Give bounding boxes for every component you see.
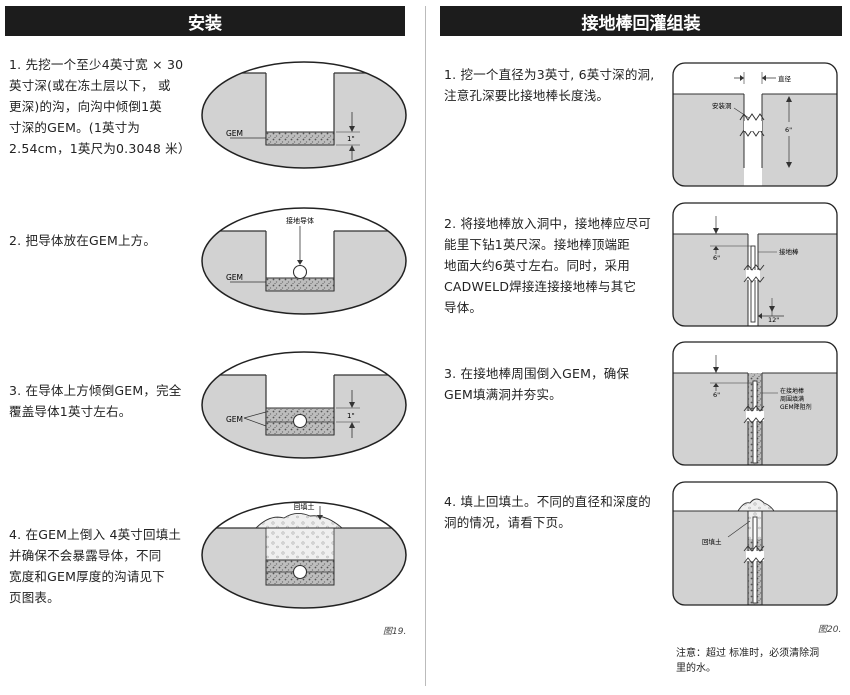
install-step-3: 3. 在导体上方倾倒GEM，完全 覆盖导体1英寸左右。 xyxy=(9,383,182,419)
trench-figure-1: GEM 1" xyxy=(201,61,407,169)
install-step-2: 2. 把导体放在GEM上方。 xyxy=(9,233,157,248)
trench-figure-2: 接地导体 GEM xyxy=(201,207,407,315)
six-inch-label-2: 6" xyxy=(713,254,720,262)
backfill-label: 回填土 xyxy=(294,502,315,511)
rod-figure-3: 在接地棒 周围填满 GEM降阻剂 6" xyxy=(672,341,838,466)
rod-step-4: 4. 填上回填土。不同的直径和深度的 洞的情况，请看下页。 xyxy=(444,494,652,530)
figure-19-caption: 图19. xyxy=(383,627,407,637)
gem-label-3: GEM xyxy=(226,415,243,424)
section-title-rod-assembly: 接地棒回灌组装 xyxy=(440,6,842,36)
gem-label-2: GEM xyxy=(226,273,243,282)
gem-fill-line-2: 周围填满 xyxy=(780,395,804,403)
rod-label: 接地棒 xyxy=(779,247,799,256)
rod-figure-2: 接地棒 6" 12" xyxy=(672,202,838,327)
rod-step-2: 2. 将接地棒放入洞中，接地棒应尽可 能里下钻1英尺深。接地棒顶端距 地面大约6… xyxy=(444,216,652,315)
page-divider xyxy=(425,6,426,686)
gem-label: GEM xyxy=(226,129,243,138)
trench-figure-3: GEM 1" xyxy=(201,351,407,459)
install-step-1: 1. 先挖一个至少4英寸宽 × 30 英寸深(或在冻土层以下， 或 更深)的沟，… xyxy=(9,57,191,156)
rod-step-1: 1. 挖一个直径为3英寸, 6英寸深的洞, 注意孔深要比接地棒长度浅。 xyxy=(444,67,655,103)
backfill-label-rod: 回填土 xyxy=(702,537,722,546)
section-title-install: 安装 xyxy=(5,6,405,36)
rod-step-3: 3. 在接地棒周围倒入GEM，确保 GEM填满洞并夯实。 xyxy=(444,366,630,402)
gem-fill-line-3: GEM降阻剂 xyxy=(780,403,812,411)
one-inch-label-3: 1" xyxy=(347,412,355,420)
diameter-label: 直径 xyxy=(778,74,792,83)
hole-label: 安装洞 xyxy=(712,101,732,110)
rod-figure-1: 直径 安装洞 6" xyxy=(672,62,838,187)
six-inch-label-3: 6" xyxy=(713,391,720,399)
gem-fill-line-1: 在接地棒 xyxy=(780,387,804,395)
figure-20-caption: 图20. xyxy=(818,625,842,635)
trench-figure-4: 回填土 xyxy=(201,501,407,609)
conductor-label: 接地导体 xyxy=(286,216,314,225)
install-step-4: 4. 在GEM上倒入 4英寸回填土 并确保不会暴露导体，不同 宽度和GEM厚度的… xyxy=(9,527,182,605)
water-removal-note: 注意：超过 标准时，必须清除洞 里的水。 xyxy=(676,648,820,674)
twelve-inch-label: 12" xyxy=(768,316,779,324)
six-inch-label: 6" xyxy=(785,126,792,134)
rod-figure-4: 回填土 xyxy=(672,481,838,606)
one-inch-label: 1" xyxy=(347,135,355,143)
